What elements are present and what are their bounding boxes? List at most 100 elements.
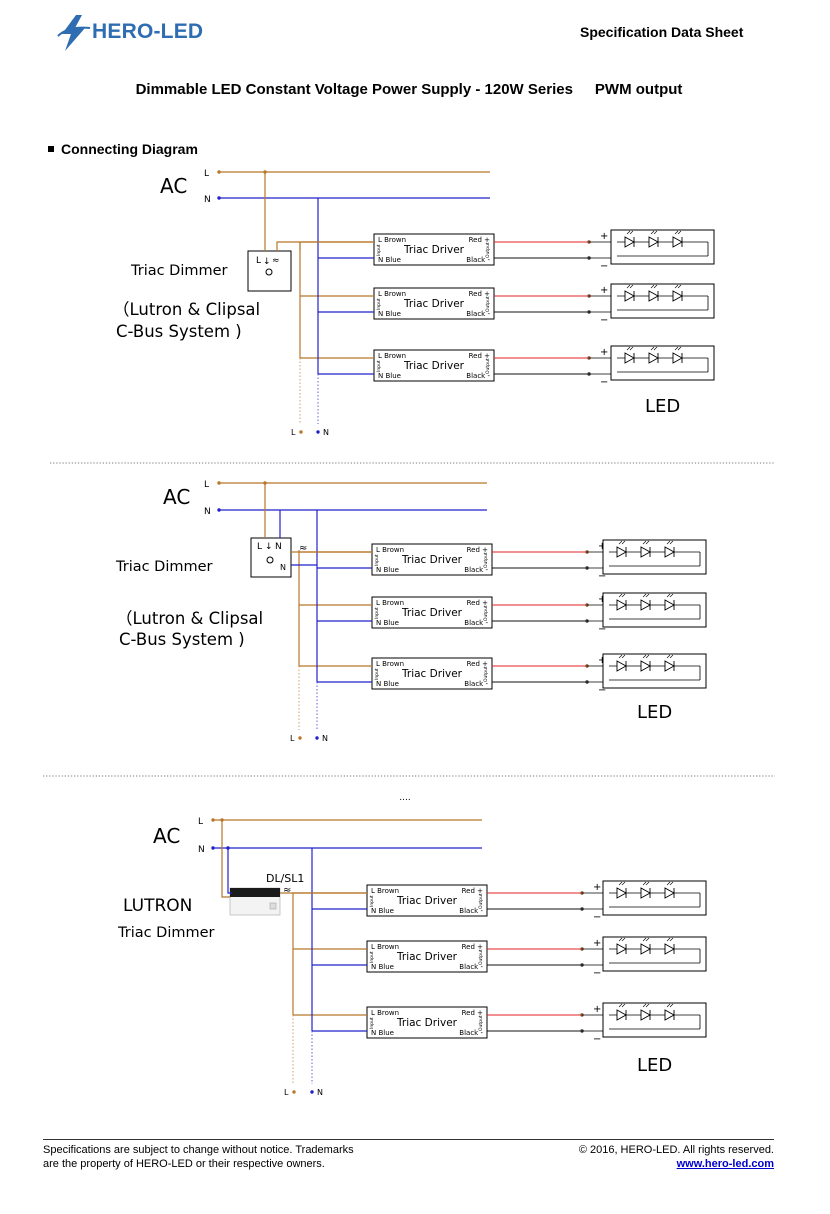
driver-label-n-blue: N Blue: [378, 256, 401, 264]
junction-dot: [217, 170, 221, 174]
driver-label-n-blue: N Blue: [376, 680, 399, 688]
footer-copyright-block: © 2016, HERO-LED. All rights reserved. w…: [560, 1143, 774, 1171]
triac-driver-box: [371, 596, 493, 629]
lutron-dimmer-top: [230, 888, 280, 897]
triac-driver-box: [366, 1006, 488, 1039]
junction-dot: [310, 1090, 314, 1094]
triac-dimmer-label: Triac Dimmer: [117, 925, 215, 941]
bottom-n-label: N: [317, 1088, 323, 1097]
footer-disclaimer-line2: are the property of HERO-LED or their re…: [43, 1158, 325, 1170]
driver-input-label: Input: [374, 554, 380, 566]
plus-sign: +: [600, 347, 608, 358]
dimmer-arrow-icon: ↓: [263, 257, 271, 267]
junction-dot: [316, 430, 320, 434]
driver-label-red: Red +: [469, 290, 491, 298]
driver-label-n-blue: N Blue: [378, 372, 401, 380]
driver-label-black: Black -: [459, 1029, 483, 1037]
dimmer-n-out-terminal: N: [280, 563, 286, 572]
live-to-dimmer: [221, 820, 230, 898]
l-label: L: [204, 169, 209, 179]
doc-type: Specification Data Sheet: [580, 24, 744, 40]
driver-name: Triac Driver: [396, 895, 458, 907]
website-link[interactable]: www.hero-led.com: [676, 1158, 774, 1170]
plus-sign: +: [600, 285, 608, 296]
driver-label-l-brown: L Brown: [378, 352, 406, 360]
system-label-line1: （Lutron & Clipsal: [113, 300, 260, 319]
ac-label: AC: [160, 174, 187, 198]
driver-input-label: Input: [374, 607, 380, 619]
driver-label-black: Black -: [464, 619, 488, 627]
driver-name: Triac Driver: [396, 1017, 458, 1029]
triac-driver-box: [371, 543, 493, 576]
triac-driver-box: [371, 657, 493, 690]
minus-sign: −: [593, 968, 601, 979]
driver-input-label: Input: [376, 298, 382, 310]
junction-dot: [292, 1090, 296, 1094]
driver-label-n-blue: N Blue: [371, 907, 394, 915]
driver-input-label: Input: [376, 360, 382, 372]
driver-input-label: Input: [369, 1017, 375, 1029]
dimmer-knob-icon: [265, 268, 273, 276]
page-title: Dimmable LED Constant Voltage Power Supp…: [0, 81, 818, 98]
triac-driver-box: [366, 940, 488, 973]
junction-dot: [217, 481, 221, 485]
led-label: LED: [645, 396, 680, 417]
driver-label-l-brown: L Brown: [376, 599, 404, 607]
driver-label-red: Red +: [467, 599, 489, 607]
dimmer-l-terminal: L: [257, 542, 262, 552]
led-strip-box: [610, 345, 715, 381]
bottom-n-label: N: [322, 734, 328, 743]
bottom-l-label: L: [291, 428, 296, 437]
junction-dot: [211, 846, 215, 850]
bottom-l-label: L: [284, 1088, 289, 1097]
led-strip-box: [610, 283, 715, 319]
junction-dot: [220, 818, 224, 822]
junction-dot: [226, 846, 230, 850]
driver-label-black: Black -: [459, 907, 483, 915]
triac-driver-box: [373, 287, 495, 320]
driver-label-red: Red +: [462, 943, 484, 951]
dimmer-out: [276, 241, 374, 251]
system-label-line2: C-Bus System ): [116, 322, 242, 341]
driver-input-label: Input: [376, 244, 382, 256]
driver-input-label: Input: [374, 668, 380, 680]
bullet-square-icon: [48, 146, 54, 153]
led-strip-box: [602, 880, 707, 916]
driver-label-red: Red +: [469, 236, 491, 244]
footer-copyright: © 2016, HERO-LED. All rights reserved.: [578, 1144, 774, 1156]
plus-sign: +: [593, 938, 601, 949]
lutron-model-label: DL/SL1: [266, 872, 304, 885]
minus-sign: −: [598, 685, 606, 696]
ellipsis-label: ....: [399, 793, 410, 803]
junction-dot: [217, 196, 221, 200]
driver-label-red: Red +: [469, 352, 491, 360]
dimmer-arrow-icon: ↓: [265, 542, 273, 552]
driver-label-black: Black -: [464, 566, 488, 574]
driver-label-black: Black -: [459, 963, 483, 971]
plus-sign: +: [593, 882, 601, 893]
system-label-line1: （Lutron & Clipsal: [116, 609, 263, 628]
driver-name: Triac Driver: [396, 951, 458, 963]
driver-label-black: Black -: [466, 310, 490, 318]
driver-label-n-blue: N Blue: [371, 963, 394, 971]
footer-disclaimer-line1: Specifications are subject to change wit…: [43, 1144, 354, 1156]
junction-dot: [315, 736, 319, 740]
minus-sign: −: [593, 912, 601, 923]
junction-dot: [298, 736, 302, 740]
driver-label-l-brown: L Brown: [376, 660, 404, 668]
minus-sign: −: [600, 261, 608, 272]
driver-name: Triac Driver: [401, 668, 463, 680]
triac-dimmer-label: Triac Dimmer: [130, 263, 228, 279]
bottom-l-label: L: [290, 734, 295, 743]
driver-label-n-blue: N Blue: [371, 1029, 394, 1037]
driver-output-label: Output: [478, 949, 484, 965]
driver-output-label: Output: [485, 296, 491, 312]
driver-output-label: Output: [478, 1015, 484, 1031]
l-label: L: [198, 817, 203, 827]
driver-output-label: Output: [483, 552, 489, 568]
neutral-to-dimmer: [227, 848, 232, 894]
driver-label-n-blue: N Blue: [376, 619, 399, 627]
driver-label-black: Black -: [466, 256, 490, 264]
footer-divider: [43, 1139, 774, 1140]
